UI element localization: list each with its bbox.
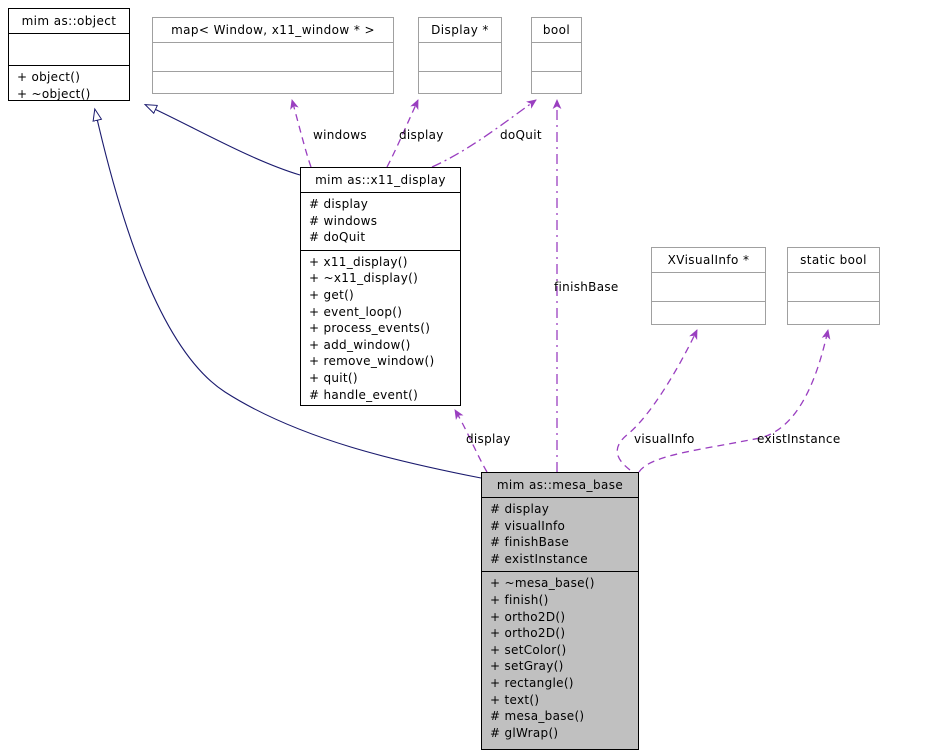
edge-mesa_base-uses-staticbool	[638, 329, 831, 473]
class-member: + object()	[17, 70, 81, 84]
class-title-object: mim as::object	[21, 14, 117, 28]
class-member: + ~x11_display()	[309, 271, 419, 286]
class-box-mesa-base[interactable]: mim as::mesa_base # display # visualInfo…	[481, 472, 639, 750]
edge-label-existinstance: existInstance	[757, 432, 841, 446]
class-member: # windows	[309, 213, 378, 228]
edge-x11_display-inherits-object	[146, 105, 301, 176]
class-member: # doQuit	[309, 230, 366, 245]
class-box-object[interactable]: mim as::object + object() + ~object()	[8, 8, 130, 101]
class-box-bool[interactable]: bool	[531, 17, 582, 94]
class-member: + rectangle()	[490, 675, 574, 690]
class-box-map-window[interactable]: map< Window, x11_window * >	[152, 17, 394, 94]
class-operations-bool	[532, 71, 581, 100]
class-attributes-bool	[532, 42, 581, 71]
class-operations-object: + object() + ~object()	[9, 65, 129, 106]
edge-label-visualinfo: visualInfo	[634, 432, 695, 446]
class-operations-display-ptr	[419, 71, 501, 100]
edge-label-display-mesa: display	[466, 432, 511, 446]
edge-mesa_base-uses-xvisualinfo	[616, 329, 698, 471]
class-member: # handle_event()	[309, 387, 419, 402]
class-member: + process_events()	[309, 321, 431, 336]
class-member: # mesa_base()	[490, 709, 585, 724]
class-attributes-static-bool	[788, 272, 879, 301]
edge-label-finishbase: finishBase	[554, 280, 619, 294]
class-member: + ~mesa_base()	[490, 576, 595, 591]
class-member: + add_window()	[309, 337, 411, 352]
class-member: # finishBase	[490, 535, 570, 550]
class-title-map-window: map< Window, x11_window * >	[171, 23, 375, 37]
class-member: + get()	[309, 287, 355, 302]
class-attributes-mesa-base: # display # visualInfo # finishBase # ex…	[482, 497, 638, 571]
class-title-x11-display: mim as::x11_display	[315, 173, 446, 187]
class-member: # glWrap()	[490, 725, 559, 740]
class-member: + x11_display()	[309, 254, 408, 269]
class-member: # visualInfo	[490, 518, 566, 533]
edge-label-windows: windows	[313, 128, 367, 142]
class-member: + remove_window()	[309, 354, 435, 369]
class-member: # display	[309, 197, 369, 211]
class-title-display-ptr: Display *	[431, 23, 489, 37]
class-attributes-x11-display: # display # windows # doQuit	[301, 192, 460, 250]
class-operations-xvisualinfo	[652, 301, 765, 330]
class-operations-x11-display: + x11_display() + ~x11_display() + get()…	[301, 249, 460, 407]
class-box-xvisualinfo[interactable]: XVisualInfo *	[651, 247, 766, 325]
class-member: # existInstance	[490, 551, 588, 566]
class-member: + setColor()	[490, 642, 567, 657]
class-member: + event_loop()	[309, 304, 403, 319]
class-member: + ortho2D()	[490, 626, 566, 641]
class-member: + setGray()	[490, 659, 564, 674]
class-member: + ortho2D()	[490, 609, 566, 624]
class-title-bool: bool	[542, 23, 571, 37]
class-operations-static-bool	[788, 301, 879, 330]
class-attributes-display-ptr	[419, 42, 501, 71]
edge-label-doquit: doQuit	[500, 128, 542, 142]
class-operations-mesa-base: + ~mesa_base() + finish() + ortho2D() + …	[482, 571, 638, 745]
edge-label-display-top: display	[399, 128, 444, 142]
class-member: # display	[490, 502, 550, 516]
class-box-x11-display[interactable]: mim as::x11_display # display # windows …	[300, 167, 461, 406]
class-member: + ~object()	[17, 86, 91, 101]
class-member: + finish()	[490, 592, 549, 607]
class-attributes-xvisualinfo	[652, 272, 765, 301]
class-member: + text()	[490, 692, 540, 707]
class-operations-map-window	[153, 71, 393, 100]
class-title-xvisualinfo: XVisualInfo *	[667, 253, 750, 267]
class-box-display-ptr[interactable]: Display *	[418, 17, 502, 94]
class-title-mesa-base: mim as::mesa_base	[496, 478, 624, 492]
class-title-static-bool: static bool	[800, 253, 867, 267]
class-attributes-object	[9, 33, 129, 65]
class-box-static-bool[interactable]: static bool	[787, 247, 880, 325]
edge-x11_display-uses-map	[290, 99, 312, 168]
class-member: + quit()	[309, 370, 358, 385]
class-attributes-map-window	[153, 42, 393, 71]
